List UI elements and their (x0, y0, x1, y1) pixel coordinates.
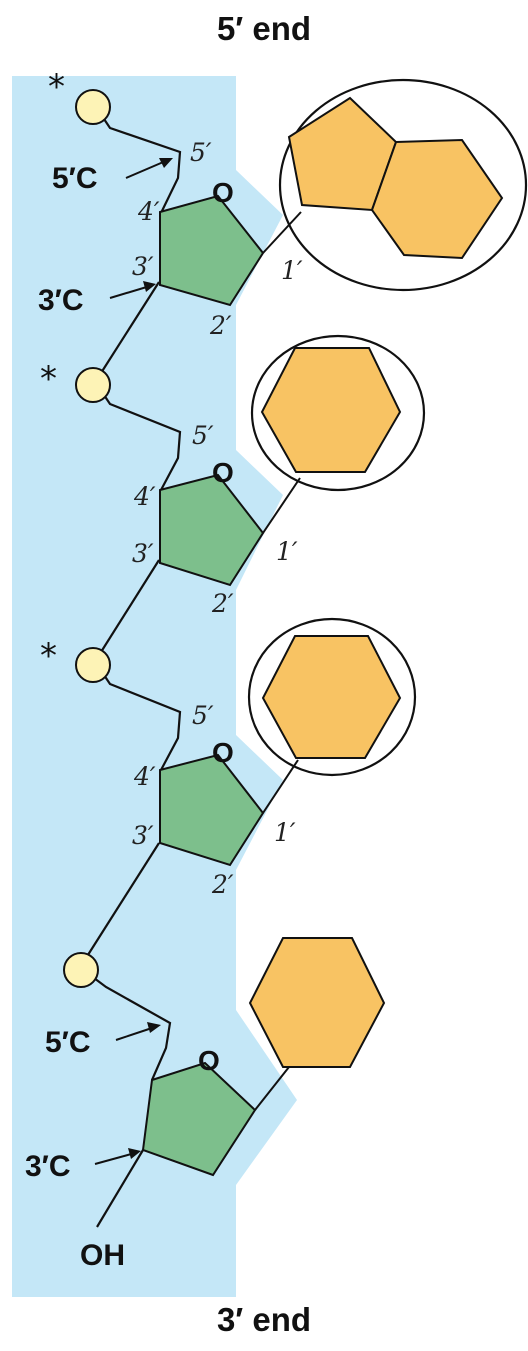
base-circle-3 (247, 617, 417, 777)
five-prime-end-label: 5′ end (216, 10, 312, 47)
carbon-5-3: 5′ (192, 701, 214, 730)
base-circle-1 (278, 78, 528, 292)
deoxyribose-sugar-2 (159, 473, 265, 587)
carbon-2-2: 2′ (211, 589, 234, 618)
carbon-4-1: 4′ (137, 197, 160, 226)
phosphate-group-3 (75, 647, 111, 683)
three-prime-carbon-arrowhead-bottom (128, 1148, 141, 1159)
purine-six-ring (370, 138, 504, 260)
five-prime-carbon-arrow-bottom (115, 1026, 156, 1041)
terminal-hydroxyl-label: OH (80, 1239, 125, 1272)
three-prime-carbon-arrow-bottom (94, 1152, 136, 1165)
nucleotide-4: O 5′C 3′C OH (25, 937, 386, 1272)
phosphate-marker-1: * (48, 67, 65, 107)
glycosidic-bond-4 (254, 1066, 290, 1111)
carbon-1-3: 1′ (274, 818, 296, 847)
glycosidic-bond-3 (262, 759, 299, 814)
carbon-2-3: 2′ (211, 870, 234, 899)
pyrimidine-ring-2 (260, 347, 402, 473)
three-prime-carbon-label-bottom: 3′C (25, 1150, 71, 1183)
three-prime-carbon-arrowhead-top (143, 281, 156, 292)
phosphate-group-4 (63, 952, 99, 988)
carbon-5-2: 5′ (192, 421, 214, 450)
base-circle-2 (250, 334, 426, 492)
nucleotide-1: * O 5′ 4′ 3′ 2′ 1′ 5′C 3′C (38, 67, 528, 340)
five-prime-carbon-arrowhead-top (159, 158, 173, 168)
phosphate-marker-3: * (40, 636, 57, 676)
phosphate-group-2 (75, 367, 111, 403)
five-prime-carbon-label-top: 5′C (52, 162, 98, 195)
five-prime-carbon-label-bottom: 5′C (45, 1026, 91, 1059)
glycosidic-bond-2 (262, 477, 301, 534)
carbon-1-2: 1′ (276, 537, 298, 566)
three-prime-end-label: 3′ end (216, 1301, 312, 1338)
pyrimidine-ring-3 (261, 635, 402, 759)
three-prime-carbon-label-top: 3′C (38, 284, 84, 317)
backbone-lines (85, 109, 182, 1228)
ring-oxygen-4: O (198, 1045, 220, 1076)
nucleotide-2: * O 5′ 4′ 3′ 2′ 1′ (40, 334, 426, 618)
carbon-3-1: 3′ (132, 252, 154, 281)
carbon-4-2: 4′ (133, 482, 156, 511)
carbon-2-1: 2′ (209, 311, 232, 340)
five-prime-carbon-arrowhead-bottom (147, 1022, 161, 1033)
pyrimidine-ring-4 (248, 937, 386, 1068)
deoxyribose-sugar-3 (159, 753, 265, 867)
carbon-4-3: 4′ (133, 762, 156, 791)
glycosidic-bond-1 (262, 211, 302, 254)
carbon-5-1: 5′ (190, 138, 212, 167)
five-prime-carbon-arrow-top (125, 159, 169, 179)
phosphate-group-1 (75, 89, 111, 125)
three-prime-carbon-arrow-top (109, 285, 151, 299)
phosphate-marker-2: * (40, 359, 57, 399)
nucleotide-3: * O 5′ 4′ 3′ 2′ 1′ (40, 617, 417, 899)
deoxyribose-sugar-1 (159, 194, 265, 307)
carbon-3-3: 3′ (132, 821, 154, 850)
ring-oxygen-1: O (212, 177, 234, 208)
deoxyribose-sugar-4 (141, 1061, 257, 1177)
carbon-3-2: 3′ (132, 539, 154, 568)
carbon-1-1: 1′ (281, 256, 303, 285)
ring-oxygen-3: O (212, 737, 234, 768)
ring-oxygen-2: O (212, 457, 234, 488)
